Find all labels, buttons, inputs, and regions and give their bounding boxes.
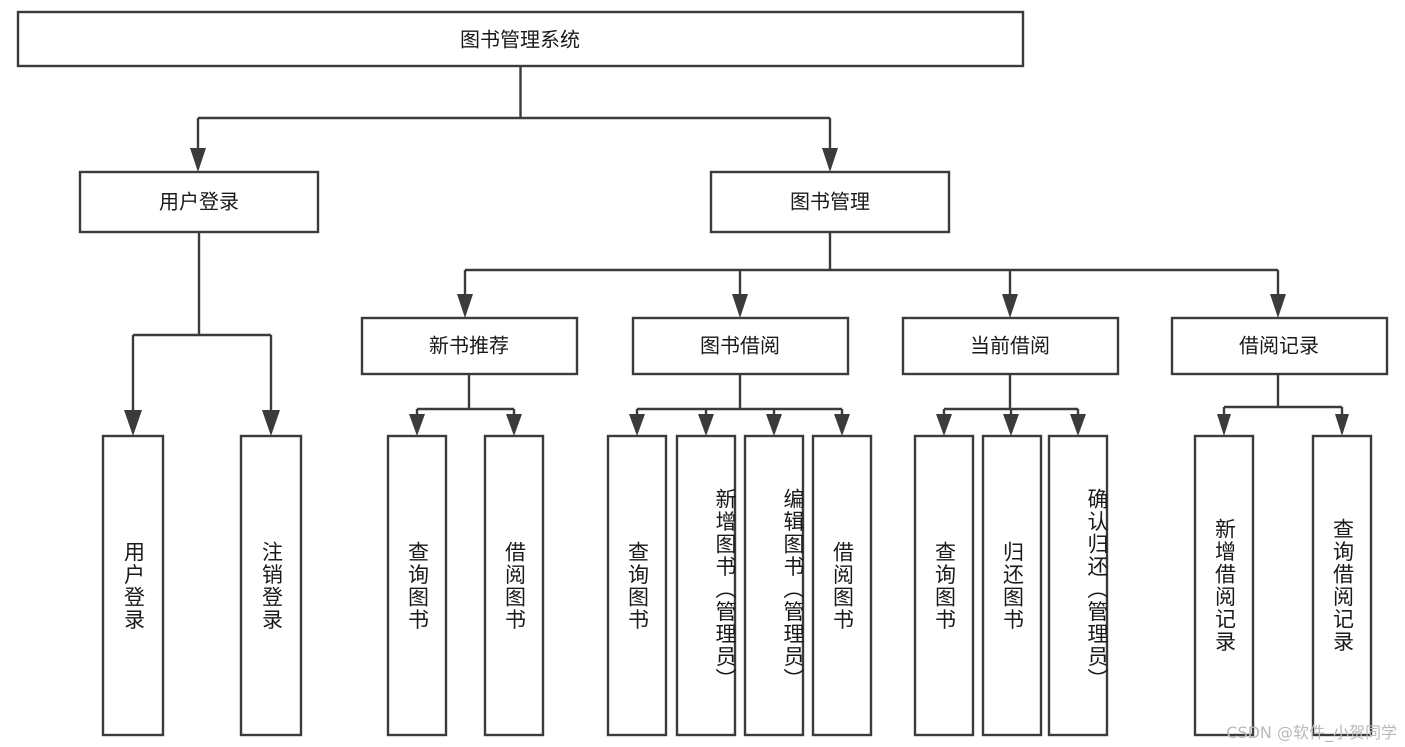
- arrowhead-book-management: [822, 148, 838, 172]
- arrowhead-leaf-query-borrow-record: [1335, 414, 1349, 436]
- node-box-leaf-add-borrow-record[interactable]: [1193, 434, 1255, 737]
- node-box-leaf-query-book-borrow[interactable]: [606, 434, 668, 737]
- node-box-leaf-return-book[interactable]: [981, 434, 1043, 737]
- arrowhead-leaf-logout-login: [262, 410, 280, 436]
- node-label-root: 图书管理系统: [460, 28, 580, 52]
- node-box-leaf-logout-login[interactable]: [239, 434, 303, 737]
- node-box-leaf-user-login[interactable]: [101, 434, 165, 737]
- node-box-current-borrow[interactable]: [901, 316, 1120, 376]
- arrowhead-user-login: [190, 148, 206, 172]
- arrowhead-leaf-confirm-return: [1070, 414, 1086, 436]
- arrowhead-leaf-borrow-book: [834, 414, 850, 436]
- node-label-current-borrow: 当前借阅: [970, 334, 1050, 358]
- node-box-book-management[interactable]: [709, 170, 951, 234]
- edges-layer: [124, 66, 1349, 436]
- arrowhead-borrow-records: [1270, 294, 1286, 318]
- arrowhead-leaf-edit-book: [766, 414, 782, 436]
- node-box-book-borrow[interactable]: [631, 316, 850, 376]
- node-box-leaf-query-book-recommend[interactable]: [386, 434, 448, 737]
- node-box-borrow-records[interactable]: [1170, 316, 1389, 376]
- arrowhead-leaf-query-book-borrow: [629, 414, 645, 436]
- node-box-leaf-confirm-return[interactable]: [1047, 434, 1109, 737]
- arrowhead-leaf-return-book: [1003, 414, 1019, 436]
- node-label-new-book-recommend: 新书推荐: [429, 334, 509, 358]
- node-box-user-login[interactable]: [78, 170, 320, 234]
- arrowhead-leaf-add-borrow-record: [1217, 414, 1231, 436]
- node-box-leaf-borrow-book[interactable]: [811, 434, 873, 737]
- node-label-user-login: 用户登录: [159, 190, 239, 214]
- arrowhead-leaf-borrow-book-recommend: [506, 414, 522, 436]
- arrowhead-leaf-user-login: [124, 410, 142, 436]
- node-box-new-book-recommend[interactable]: [360, 316, 579, 376]
- node-label-book-management: 图书管理: [790, 190, 870, 214]
- node-box-leaf-borrow-book-recommend[interactable]: [483, 434, 545, 737]
- node-box-leaf-query-book-current[interactable]: [913, 434, 975, 737]
- arrowhead-leaf-add-book: [698, 414, 714, 436]
- arrowhead-leaf-query-book-recommend: [409, 414, 425, 436]
- arrowhead-leaf-query-book-current: [936, 414, 952, 436]
- arrowhead-current-borrow: [1002, 294, 1018, 318]
- node-label-book-borrow: 图书借阅: [700, 334, 780, 358]
- node-box-leaf-add-book[interactable]: [675, 434, 737, 737]
- node-box-leaf-query-borrow-record[interactable]: [1311, 434, 1373, 737]
- node-box-root[interactable]: [16, 10, 1025, 68]
- node-box-leaf-edit-book[interactable]: [743, 434, 805, 737]
- arrowhead-book-borrow: [732, 294, 748, 318]
- nodes-layer: 图书管理系统 用户登录 图书管理 新书推荐 图书借阅 当前借阅 借阅记录: [16, 10, 1389, 737]
- node-label-borrow-records: 借阅记录: [1239, 334, 1319, 358]
- arrowhead-new-book-recommend: [457, 294, 473, 318]
- csdn-watermark: CSDN @软件_小贺同学: [1226, 723, 1397, 742]
